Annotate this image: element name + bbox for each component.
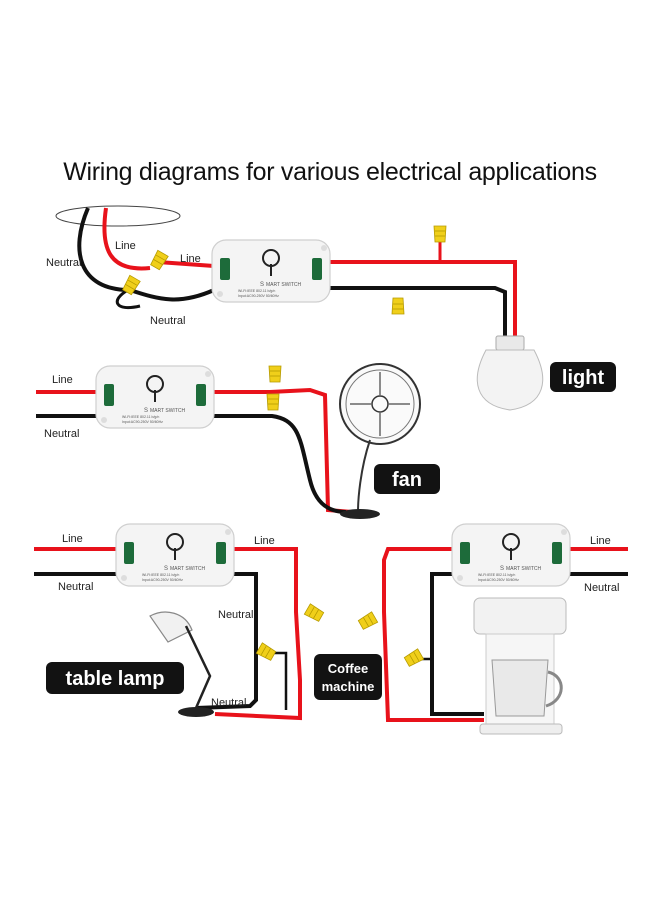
wire-connector-icon xyxy=(303,603,325,623)
table-lamp-icon xyxy=(149,611,214,717)
label-neutral: Neutral xyxy=(44,428,79,440)
switch-name: MART SWITCH xyxy=(150,408,185,414)
wire-connector-icon xyxy=(391,297,405,315)
light-bulb-fixture-icon xyxy=(476,335,544,411)
label-line: Line xyxy=(590,535,611,547)
coffee-machine-wiring-diagram: S MART SWITCH Wi-Fi:IEEE 802.11 b/g/n In… xyxy=(314,523,628,735)
live-wire-left xyxy=(102,207,151,271)
neutral-wire-to-coffee xyxy=(430,572,484,716)
switch-spec: Wi-Fi:IEEE 802.11 b/g/n xyxy=(478,573,515,577)
fan-icon xyxy=(339,363,421,519)
table-lamp-tag-text: table lamp xyxy=(66,668,165,690)
live-wire-to-switch xyxy=(157,260,215,268)
switch-spec: Input:AC90-250V 50/60Hz xyxy=(478,578,519,582)
smart-switch-device: S MART SWITCH Wi-Fi:IEEE 802.11 b/g/n In… xyxy=(115,523,235,587)
neutral-wire-branch xyxy=(272,651,288,710)
fan-wiring-diagram: S MART SWITCH Wi-Fi:IEEE 802.11 b/g/n In… xyxy=(36,363,440,519)
switch-spec: Wi-Fi:IEEE 802.11 b/g/n xyxy=(122,415,159,419)
switch-name: MART SWITCH xyxy=(170,566,205,572)
label-line: Line xyxy=(62,533,83,545)
live-wire-to-lamp xyxy=(214,547,302,721)
light-tag xyxy=(550,362,616,392)
fan-tag xyxy=(374,464,440,494)
switch-name: MART SWITCH xyxy=(506,566,541,572)
label-neutral: Neutral xyxy=(218,609,253,621)
wire-connector-icon xyxy=(149,249,169,271)
smart-switch-device: S MART SWITCH Wi-Fi:IEEE 802.11 b/g/n In… xyxy=(451,523,571,587)
label-line: Line xyxy=(254,535,275,547)
coffee-machine-icon xyxy=(473,597,567,735)
switch-brand: S xyxy=(260,282,264,288)
light-wiring-diagram: S MART SWITCH Wi-Fi:IEEE 802.11 b/g/n In… xyxy=(46,205,616,411)
label-line: Line xyxy=(180,253,201,265)
neutral-wire-to-light xyxy=(330,286,507,338)
table-lamp-tag xyxy=(46,662,184,694)
wire-connector-icon xyxy=(403,648,425,668)
wire-connector-icon xyxy=(266,393,280,411)
smart-switch-device: S MART SWITCH Wi-Fi:IEEE 802.11 b/g/n In… xyxy=(211,239,331,303)
coffee-machine-tag xyxy=(314,654,382,700)
switch-spec: Wi-Fi:IEEE 802.11 b/g/n xyxy=(238,289,275,293)
wire-connector-icon xyxy=(268,365,282,383)
label-neutral: Neutral xyxy=(211,697,246,709)
label-line: Line xyxy=(52,374,73,386)
neutral-wire-to-fan xyxy=(214,414,347,514)
switch-spec: Wi-Fi:IEEE 802.11 b/g/n xyxy=(142,573,179,577)
label-neutral: Neutral xyxy=(150,315,185,327)
switch-brand: S xyxy=(164,566,168,572)
coffee-machine-tag-text: Coffee xyxy=(328,661,368,676)
neutral-wire-to-switch xyxy=(129,288,215,302)
table-lamp-wiring-diagram: S MART SWITCH Wi-Fi:IEEE 802.11 b/g/n In… xyxy=(34,523,325,721)
switch-spec: Input:AC90-250V 50/60Hz xyxy=(142,578,183,582)
wire-connector-icon xyxy=(255,642,277,662)
ceiling-box-outline xyxy=(55,205,181,227)
label-neutral: Neutral xyxy=(58,581,93,593)
fan-tag-text: fan xyxy=(392,469,422,491)
switch-brand: S xyxy=(144,408,148,414)
live-wire-to-coffee xyxy=(382,547,484,722)
wire-connector-icon xyxy=(357,611,379,631)
switch-brand: S xyxy=(500,566,504,572)
diagram-title: Wiring diagrams for various electrical a… xyxy=(63,158,597,186)
switch-spec: Input:AC90-250V 50/60Hz xyxy=(238,294,279,298)
light-tag-text: light xyxy=(562,367,605,389)
coffee-machine-tag-text: machine xyxy=(322,679,375,694)
label-neutral: Neutral xyxy=(584,582,619,594)
label-neutral: Neutral xyxy=(46,257,81,269)
neutral-wire-bottom xyxy=(115,288,141,309)
wire-connector-icon xyxy=(433,225,447,243)
live-wire-to-light xyxy=(330,260,517,338)
smart-switch-device: S MART SWITCH Wi-Fi:IEEE 802.11 b/g/n In… xyxy=(95,365,215,429)
live-wire-to-fan xyxy=(214,387,353,514)
neutral-wire-to-lamp xyxy=(195,572,258,710)
label-line: Line xyxy=(115,240,136,252)
switch-name: MART SWITCH xyxy=(266,282,301,288)
neutral-wire-left xyxy=(77,207,131,292)
switch-spec: Input:AC90-250V 50/60Hz xyxy=(122,420,163,424)
